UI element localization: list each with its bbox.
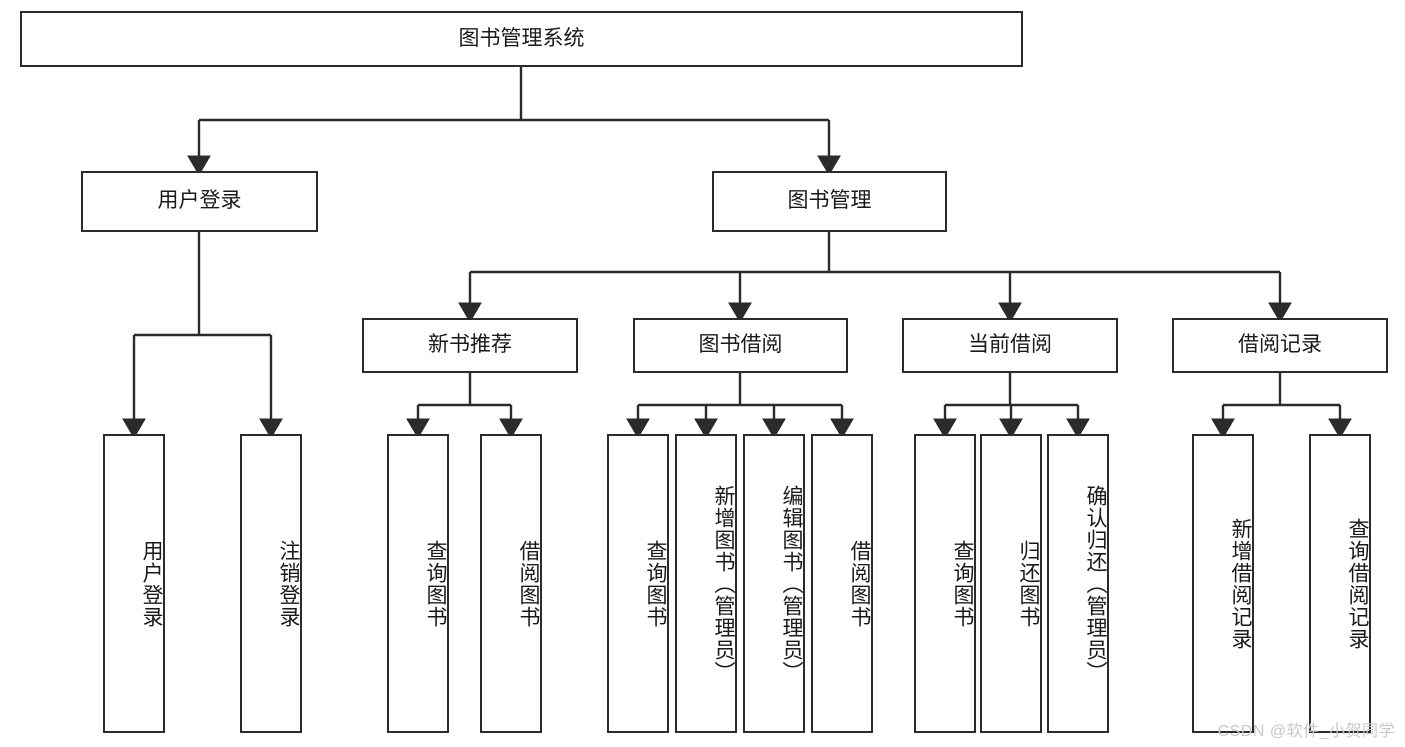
leaf-borrow-record-1-label: 新增借阅记录 xyxy=(1229,517,1252,650)
leaf-book-borrow-1[interactable]: 查询图书 xyxy=(607,434,669,733)
leaf-new-book-2[interactable]: 借阅图书 xyxy=(480,434,542,733)
leaf-current-borrow-1[interactable]: 查询图书 xyxy=(914,434,976,733)
node-book-borrow[interactable]: 图书借阅 xyxy=(633,318,848,373)
leaf-current-borrow-1-label: 查询图书 xyxy=(951,539,974,628)
leaf-book-borrow-4-label: 借阅图书 xyxy=(848,539,871,628)
leaf-new-book-1-label: 查询图书 xyxy=(424,539,447,628)
node-book-management[interactable]: 图书管理 xyxy=(712,171,947,232)
leaf-book-borrow-3[interactable]: 编辑图书（管理员） xyxy=(743,434,805,733)
leaf-user-login-2-label: 注销登录 xyxy=(277,539,300,628)
leaf-book-borrow-2[interactable]: 新增图书（管理员） xyxy=(675,434,737,733)
watermark-text: CSDN @软件_小贺同学 xyxy=(1217,723,1395,740)
leaf-borrow-record-2[interactable]: 查询借阅记录 xyxy=(1309,434,1371,733)
leaf-book-borrow-1-label: 查询图书 xyxy=(644,539,667,628)
node-user-login[interactable]: 用户登录 xyxy=(81,171,318,232)
leaf-new-book-1[interactable]: 查询图书 xyxy=(387,434,449,733)
node-root-label: 图书管理系统 xyxy=(458,26,585,50)
node-root[interactable]: 图书管理系统 xyxy=(20,11,1023,67)
leaf-book-borrow-2-label: 新增图书（管理员） xyxy=(712,484,735,683)
node-borrow-record-label: 借阅记录 xyxy=(1238,333,1322,357)
node-new-book-recommend[interactable]: 新书推荐 xyxy=(362,318,578,373)
node-current-borrow[interactable]: 当前借阅 xyxy=(902,318,1118,373)
leaf-book-borrow-4[interactable]: 借阅图书 xyxy=(811,434,873,733)
leaf-current-borrow-3-label: 确认归还（管理员） xyxy=(1084,484,1107,683)
leaf-new-book-2-label: 借阅图书 xyxy=(517,539,540,628)
leaf-book-borrow-3-label: 编辑图书（管理员） xyxy=(780,484,803,683)
leaf-current-borrow-2-label: 归还图书 xyxy=(1017,539,1040,628)
node-user-login-label: 用户登录 xyxy=(157,189,242,213)
leaf-current-borrow-3[interactable]: 确认归还（管理员） xyxy=(1047,434,1109,733)
node-book-management-label: 图书管理 xyxy=(787,189,872,213)
leaf-borrow-record-2-label: 查询借阅记录 xyxy=(1346,517,1369,650)
node-book-borrow-label: 图书借阅 xyxy=(698,333,783,357)
node-current-borrow-label: 当前借阅 xyxy=(968,333,1052,357)
leaf-borrow-record-1[interactable]: 新增借阅记录 xyxy=(1192,434,1254,733)
leaf-current-borrow-2[interactable]: 归还图书 xyxy=(980,434,1042,733)
leaf-user-login-1[interactable]: 用户登录 xyxy=(103,434,165,733)
leaf-user-login-1-label: 用户登录 xyxy=(140,539,163,628)
leaf-user-login-2[interactable]: 注销登录 xyxy=(240,434,302,733)
node-borrow-record[interactable]: 借阅记录 xyxy=(1172,318,1388,373)
node-new-book-recommend-label: 新书推荐 xyxy=(428,333,512,357)
